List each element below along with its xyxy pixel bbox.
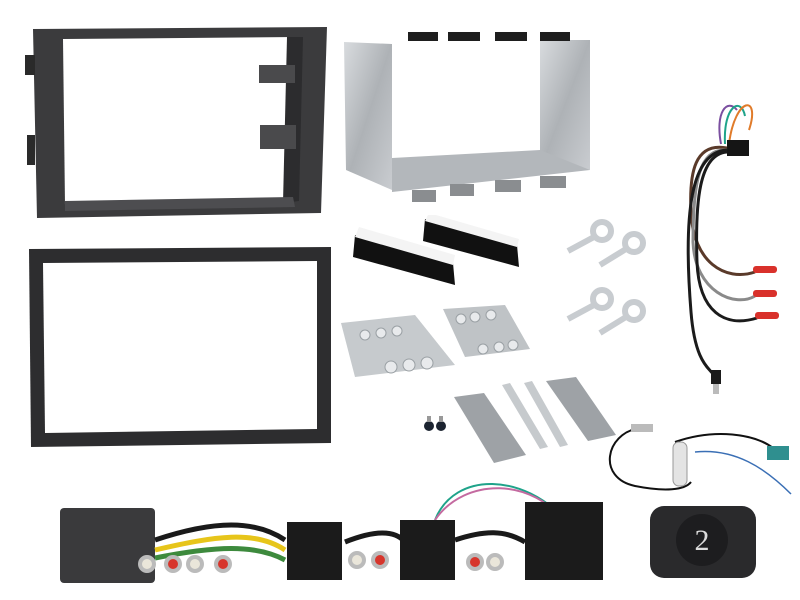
- steering-control-lead: [665, 92, 795, 402]
- main-wiring-harness: [55, 480, 610, 585]
- release-keys: [560, 215, 660, 350]
- interface-module: 2: [648, 502, 758, 582]
- mounting-brackets: [450, 375, 620, 470]
- fascia-frame-bottom: [25, 245, 335, 450]
- din-mounting-cage: [340, 30, 595, 210]
- antenna-adapter: [595, 418, 795, 498]
- brand-logo: 2: [695, 524, 710, 557]
- adhesive-foam-pads: [345, 215, 525, 305]
- fascia-frame-top: [25, 25, 335, 220]
- mounting-side-plates: [335, 305, 535, 415]
- screws: [420, 412, 450, 436]
